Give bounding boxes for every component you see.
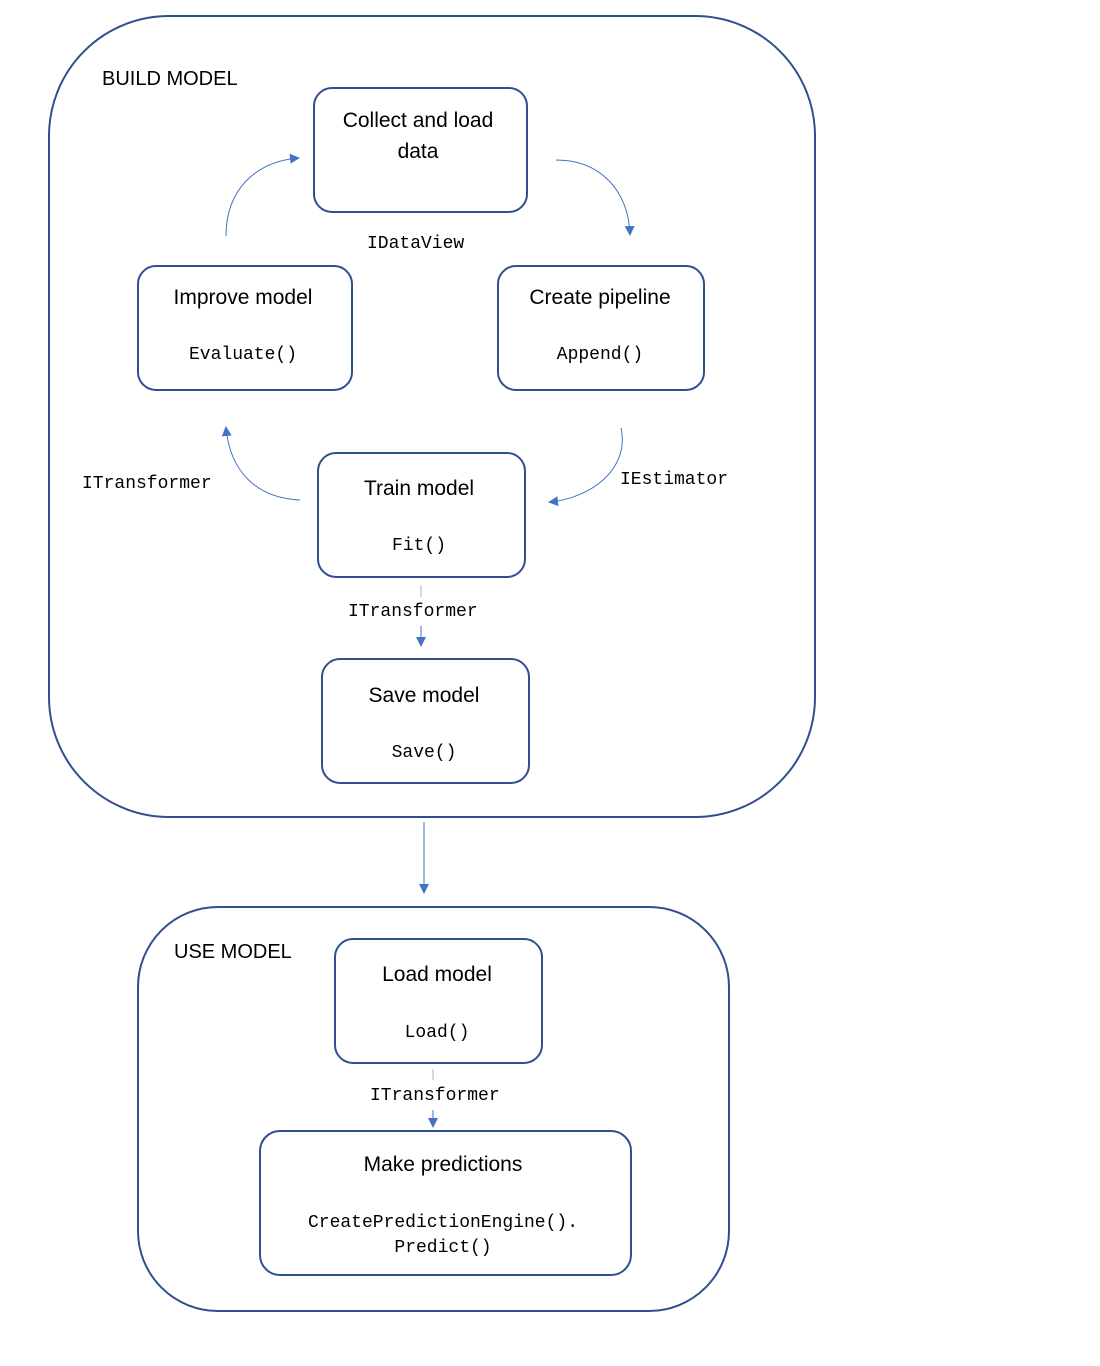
arrow-pipeline-to-train — [548, 427, 623, 507]
arrow-train-to-improve — [221, 426, 301, 501]
collect-load-data-node: Collect and load data — [313, 87, 528, 213]
collect-title-line1: Collect and load — [343, 109, 494, 132]
arrow-collect-to-pipeline — [555, 159, 635, 236]
train-model-node: Train model Fit() — [317, 452, 526, 578]
make-predictions-node: Make predictions CreatePredictionEngine(… — [259, 1130, 632, 1276]
arrow-improve-to-collect — [225, 153, 300, 237]
save-method: Save() — [392, 743, 457, 763]
create-pipeline-node: Create pipeline Append() — [497, 265, 705, 391]
label-iestimator: IEstimator — [620, 470, 728, 490]
use-model-label: USE MODEL — [174, 941, 292, 963]
improve-method: Evaluate() — [189, 345, 297, 365]
load-title: Load model — [382, 963, 492, 986]
pipeline-title: Create pipeline — [529, 286, 670, 309]
label-itransformer-predict: ITransformer — [370, 1086, 500, 1106]
improve-model-node: Improve model Evaluate() — [137, 265, 353, 391]
collect-title-line2: data — [398, 140, 439, 163]
predict-method-line2: Predict() — [394, 1238, 491, 1258]
train-method: Fit() — [392, 536, 446, 556]
label-idataview: IDataView — [367, 234, 464, 254]
build-model-group — [48, 15, 816, 818]
load-model-node: Load model Load() — [334, 938, 543, 1064]
save-title: Save model — [369, 684, 480, 707]
predict-method-line1: CreatePredictionEngine(). — [308, 1213, 578, 1233]
predict-title: Make predictions — [364, 1153, 523, 1176]
use-model-group — [137, 906, 730, 1312]
build-model-label: BUILD MODEL — [102, 68, 238, 90]
label-itransformer-improve: ITransformer — [82, 474, 212, 494]
load-method: Load() — [405, 1023, 470, 1043]
label-itransformer-save: ITransformer — [348, 602, 478, 622]
improve-title: Improve model — [174, 286, 313, 309]
pipeline-method: Append() — [557, 345, 643, 365]
train-title: Train model — [364, 477, 474, 500]
save-model-node: Save model Save() — [321, 658, 530, 784]
